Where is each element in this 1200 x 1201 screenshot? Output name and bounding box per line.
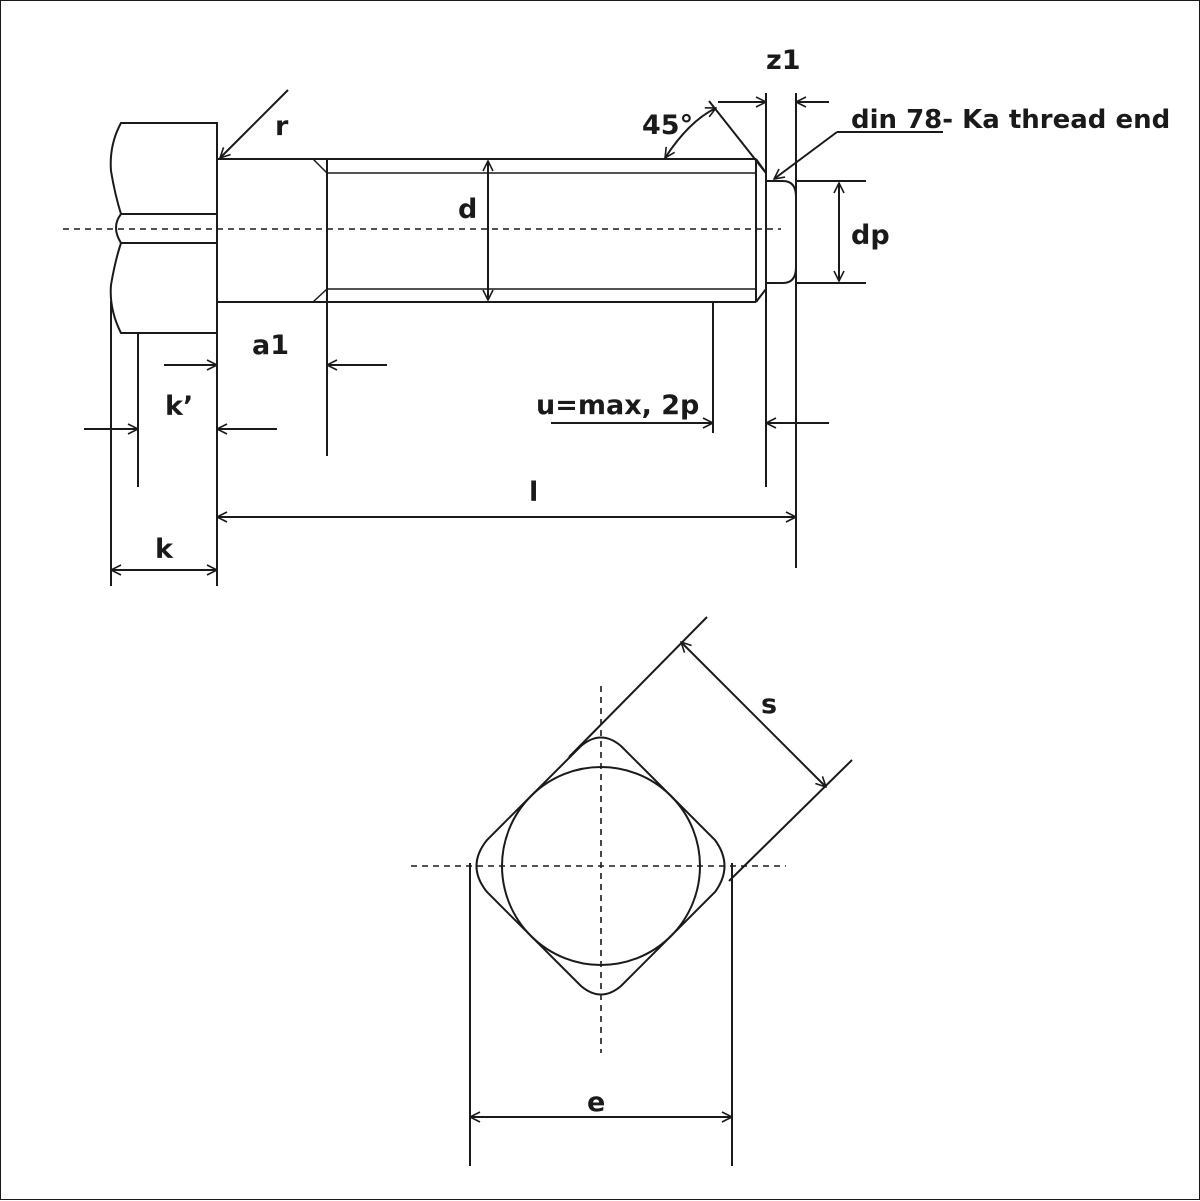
label-u: u=max, 2p: [536, 390, 699, 421]
thread-end-point: [765, 173, 797, 289]
label-z1: z1: [766, 45, 801, 76]
label-d: d: [458, 194, 477, 225]
bolt-shank: [217, 158, 313, 303]
r-leader: [220, 89, 289, 158]
label-a1: a1: [252, 330, 289, 361]
square-head-outline: [475, 736, 726, 996]
s-extension-line-2: [728, 759, 853, 882]
label-r: r: [275, 111, 289, 142]
label-dp: dp: [851, 220, 890, 251]
label-e: e: [587, 1087, 605, 1118]
shank-circle: [501, 766, 701, 966]
end-view: s e: [411, 616, 853, 1166]
label-l: l: [529, 477, 538, 508]
label-k-prime: k’: [165, 391, 193, 422]
thread-end-note-leader: [774, 131, 943, 179]
s-dimension: [681, 642, 826, 787]
s-extension-line-1: [568, 616, 708, 758]
angle-45-dimension: [665, 100, 767, 174]
bolt-head: [109, 122, 218, 334]
label-s: s: [761, 689, 777, 720]
side-view: r 45° z1 din 78- Ka thread end d dp: [63, 45, 1170, 586]
label-angle-45: 45°: [642, 110, 693, 141]
label-k: k: [155, 534, 174, 565]
thread-end-note: din 78- Ka thread end: [851, 105, 1170, 135]
